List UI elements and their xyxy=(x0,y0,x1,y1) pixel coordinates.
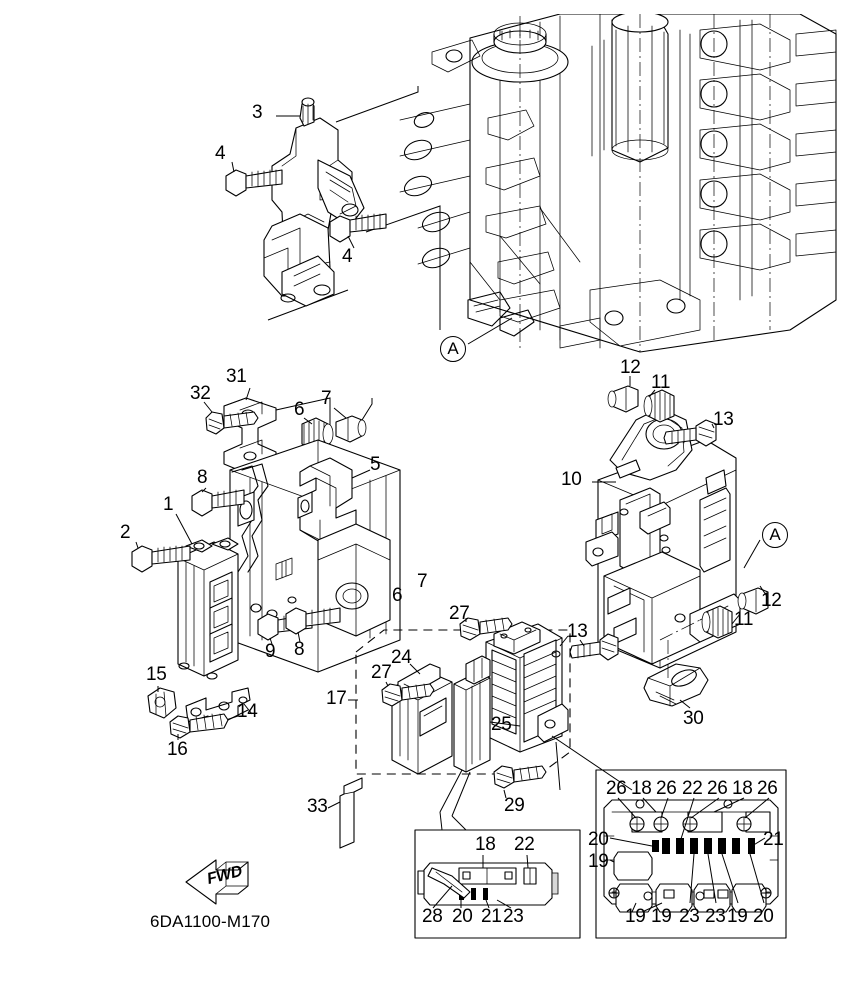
callout-5: 5 xyxy=(370,454,381,475)
screw-32 xyxy=(205,411,259,435)
callout-6b: 6 xyxy=(392,585,403,606)
module-24 xyxy=(391,663,453,775)
callout-11b: 11 xyxy=(734,609,754,630)
callout-1: 1 xyxy=(163,494,174,515)
detail-right-label-18b: 18 xyxy=(732,778,753,799)
bolt-2 xyxy=(131,541,191,573)
diagram-code: 6DA1100-M170 xyxy=(150,912,271,931)
callout-33: 33 xyxy=(307,796,328,817)
screw-27-upper xyxy=(459,617,513,641)
callout-27b: 27 xyxy=(371,662,392,683)
callout-16: 16 xyxy=(167,739,188,760)
callout-7b: 7 xyxy=(417,571,428,592)
callout-12a: 12 xyxy=(620,357,641,378)
callout-10: 10 xyxy=(561,469,582,490)
detail-right-label-18a: 18 xyxy=(631,778,652,799)
bushing-12-lower xyxy=(737,587,769,615)
grommet-11-upper xyxy=(643,389,675,423)
callout-3: 3 xyxy=(252,102,263,123)
bolt-4-upper xyxy=(225,169,283,197)
grommet-15 xyxy=(147,686,177,719)
bolt-8-upper xyxy=(191,487,245,517)
detail-right-label-19c: 19 xyxy=(727,906,748,927)
bushing-7-left xyxy=(335,415,367,443)
callout-13b: 13 xyxy=(567,621,588,642)
clip-cover-30 xyxy=(643,640,709,709)
callout-25: 25 xyxy=(491,714,512,735)
callout-4b: 4 xyxy=(342,246,353,267)
detail-right-label-19b: 19 xyxy=(651,906,672,927)
shield-plate-33 xyxy=(327,777,363,849)
section-marker-A-left: A xyxy=(440,336,466,362)
detail-right-label-21: 21 xyxy=(763,829,784,850)
detail-panel-right xyxy=(595,769,787,939)
callout-30: 30 xyxy=(683,708,704,729)
kit-17-dashed-boundary xyxy=(355,629,571,775)
grommet-11-lower xyxy=(701,605,733,639)
engine-block-illustration xyxy=(399,14,837,353)
callout-12b: 12 xyxy=(761,590,782,611)
detail-center-label-20: 20 xyxy=(452,906,473,927)
callout-2: 2 xyxy=(120,522,131,543)
screw-27-lower xyxy=(381,681,435,707)
detail-right-label-20-left: 20 xyxy=(588,829,609,850)
callout-4a: 4 xyxy=(215,143,226,164)
callout-31: 31 xyxy=(226,366,247,387)
relay-fuse-module-25 xyxy=(485,621,569,753)
module-vertical-plate xyxy=(439,655,491,817)
detail-right-label-26c: 26 xyxy=(707,778,728,799)
bolt-13-lower xyxy=(569,633,619,661)
bolt-13-upper xyxy=(663,419,717,447)
callout-7a: 7 xyxy=(321,388,332,409)
callout-8a: 8 xyxy=(197,467,208,488)
upper-mounting-bracket-assembly xyxy=(225,86,441,330)
detail-right-label-26a: 26 xyxy=(606,778,627,799)
bushing-12-upper xyxy=(607,376,639,413)
leader-marker-A-left xyxy=(467,317,513,345)
callout-6a: 6 xyxy=(294,399,305,420)
callout-27a: 27 xyxy=(449,603,470,624)
callout-32: 32 xyxy=(190,383,211,404)
detail-right-label-26d: 26 xyxy=(757,778,778,799)
detail-center-label-18: 18 xyxy=(475,834,496,855)
detail-panel-center xyxy=(414,811,581,939)
callout-24: 24 xyxy=(391,647,412,668)
ecu-module-part-1 xyxy=(175,513,239,680)
detail-center-label-21: 21 xyxy=(481,906,502,927)
screw-heads xyxy=(629,816,752,832)
detail-center-label-28: 28 xyxy=(422,906,443,927)
detail-right-label-23b: 23 xyxy=(705,906,726,927)
callout-14: 14 xyxy=(237,701,258,722)
callout-11a: 11 xyxy=(651,372,671,393)
bolt-4-lower xyxy=(329,213,387,243)
screw-16 xyxy=(169,709,249,740)
detail-right-label-23a: 23 xyxy=(679,906,700,927)
fwd-direction-arrow xyxy=(185,859,249,905)
detail-right-label-19-left: 19 xyxy=(588,851,609,872)
callout-9: 9 xyxy=(265,641,276,662)
callout-17: 17 xyxy=(326,688,347,709)
detail-center-label-22: 22 xyxy=(514,834,535,855)
detail-right-label-19a: 19 xyxy=(625,906,646,927)
callout-13a: 13 xyxy=(713,409,734,430)
leader-marker-A-right xyxy=(743,539,761,569)
detail-right-label-22: 22 xyxy=(682,778,703,799)
callout-29: 29 xyxy=(504,795,525,816)
screw-29 xyxy=(493,765,547,799)
section-marker-A-right: A xyxy=(762,522,788,548)
detail-right-label-20b: 20 xyxy=(753,906,774,927)
callout-15: 15 xyxy=(146,664,167,685)
detail-center-label-23: 23 xyxy=(503,906,524,927)
detail-right-label-26b: 26 xyxy=(656,778,677,799)
main-electrical-bracket xyxy=(229,439,401,673)
bolt-8-lower xyxy=(285,607,341,643)
callout-8b: 8 xyxy=(294,639,305,660)
